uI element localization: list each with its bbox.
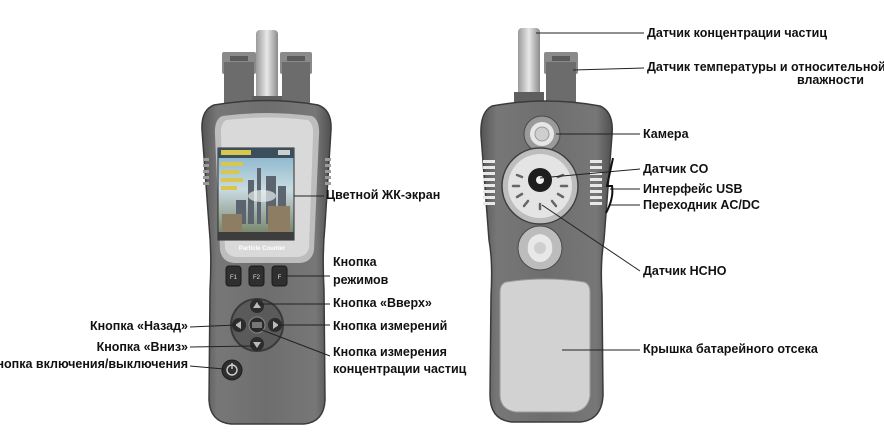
front-device: Particle Counter F1 F2 F bbox=[201, 30, 332, 425]
battery-cover bbox=[499, 278, 591, 413]
label-lcd-screen: Цветной ЖК-экран bbox=[326, 188, 441, 202]
f2-key[interactable] bbox=[248, 265, 265, 287]
label-particle-measure-line1: Кнопка измерения bbox=[333, 345, 447, 359]
label-temp-humidity-line2: влажности bbox=[796, 73, 864, 87]
label-up-button: Кнопка «Вверх» bbox=[333, 296, 432, 310]
label-particle-sensor: Датчик концентрации частиц bbox=[647, 26, 827, 40]
label-co-sensor: Датчик CO bbox=[643, 162, 709, 176]
label-hcho-sensor: Датчик HCHO bbox=[643, 264, 727, 278]
screen-header-text: Particle Counter bbox=[239, 246, 286, 252]
label-battery-cover: Крышка батарейного отсека bbox=[643, 342, 818, 356]
f1-key[interactable] bbox=[225, 265, 242, 287]
leader-lines bbox=[189, 32, 645, 370]
mode-key-label: F bbox=[278, 275, 282, 281]
label-down-button: Кнопка «Вниз» bbox=[96, 340, 188, 354]
label-particle-measure-line2: концентрации частиц bbox=[333, 362, 467, 376]
function-keys: F1 F2 F bbox=[225, 265, 288, 287]
f1-key-label: F1 bbox=[230, 275, 238, 281]
navigation-pad bbox=[230, 298, 284, 352]
back-side-vents bbox=[483, 160, 602, 205]
label-back-button: Кнопка «Назад» bbox=[89, 319, 188, 333]
label-camera: Камера bbox=[643, 127, 689, 141]
label-mode-button-line2: режимов bbox=[333, 273, 389, 287]
label-ac-dc-adapter: Переходник AC/DC bbox=[643, 198, 760, 212]
front-particle-probe bbox=[256, 30, 278, 102]
f2-key-label: F2 bbox=[253, 275, 261, 281]
power-button[interactable] bbox=[221, 359, 243, 381]
usb-adapter-bracket bbox=[605, 157, 614, 214]
back-device bbox=[480, 28, 613, 423]
label-measure-button: Кнопка измерений bbox=[333, 319, 448, 333]
label-temp-humidity-line1: Датчик температуры и относительной bbox=[647, 60, 884, 74]
label-power-button: Кнопка включения/выключения bbox=[0, 357, 188, 371]
label-mode-button-line1: Кнопка bbox=[333, 255, 377, 269]
label-usb-interface: Интерфейс USB bbox=[643, 182, 743, 196]
back-particle-probe bbox=[518, 28, 540, 98]
